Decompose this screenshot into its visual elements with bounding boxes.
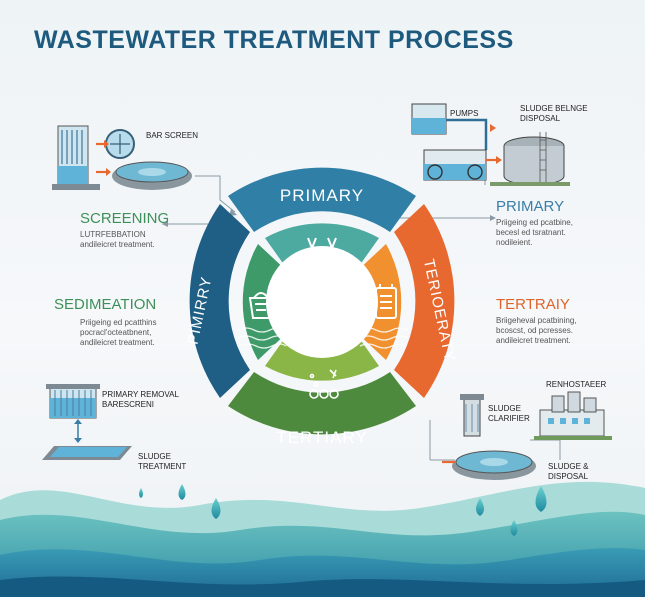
pump-icon bbox=[411, 103, 570, 186]
sedimentation-heading: SEDIMEATION bbox=[54, 296, 157, 313]
ring-segment-right bbox=[394, 204, 455, 398]
primary-removal-label: PRIMARY REMOVAL BARESCRENI bbox=[102, 390, 179, 409]
ring-label-tertiary: TERTIARY bbox=[276, 428, 368, 447]
screening-description: LUTRFEBBATION andileicret treatment. bbox=[80, 230, 155, 249]
sludge-clarifier-label: SLUDGE CLARIFIER bbox=[488, 404, 530, 423]
wave-background bbox=[0, 481, 645, 597]
clarifier-icon bbox=[307, 237, 337, 261]
renhostaeer-label: RENHOSTAEER bbox=[546, 380, 607, 389]
factory-icon bbox=[442, 391, 612, 480]
sludge-treatment-label: SLUDGE TREATMENT bbox=[138, 452, 187, 471]
tertiary-description: Briigeheval pcatbining, bcoscst, od pcre… bbox=[496, 316, 577, 345]
ring-segment-left bbox=[189, 204, 250, 398]
sludge-disposal-bottom-label: SLUDGE & DISPOSAL bbox=[548, 462, 589, 481]
tertiary-heading: TERTRAIY bbox=[496, 296, 570, 313]
primary-description: Priigeing ed pcatbine, becesl ed tsratna… bbox=[496, 218, 573, 247]
primary-removal-icon bbox=[42, 384, 132, 460]
primary-heading: PRIMARY bbox=[496, 198, 565, 215]
ring-segment-bottom bbox=[228, 372, 416, 435]
ring-segment-top bbox=[228, 167, 416, 232]
basket-icon bbox=[248, 292, 274, 319]
page-title: WASTEWATER TREATMENT PROCESS bbox=[34, 26, 514, 54]
water-drop-icon bbox=[139, 484, 547, 536]
pumps-label: PUMPS bbox=[450, 109, 479, 118]
bar-screen-icon bbox=[52, 125, 192, 190]
ring-label-primary: PRIMARY bbox=[279, 186, 365, 205]
bubbles-icon bbox=[309, 369, 339, 399]
sedimentation-description: Priigeing ed pcatthins pocracl'octeatbne… bbox=[80, 318, 157, 347]
filter-icon bbox=[375, 284, 397, 319]
bar-screen-label: BAR SCREEN bbox=[146, 131, 199, 140]
screening-heading: SCREENING bbox=[80, 210, 170, 227]
sludge-disposal-top-label: SLUDGE BELNGE DISPOSAL bbox=[520, 104, 588, 123]
